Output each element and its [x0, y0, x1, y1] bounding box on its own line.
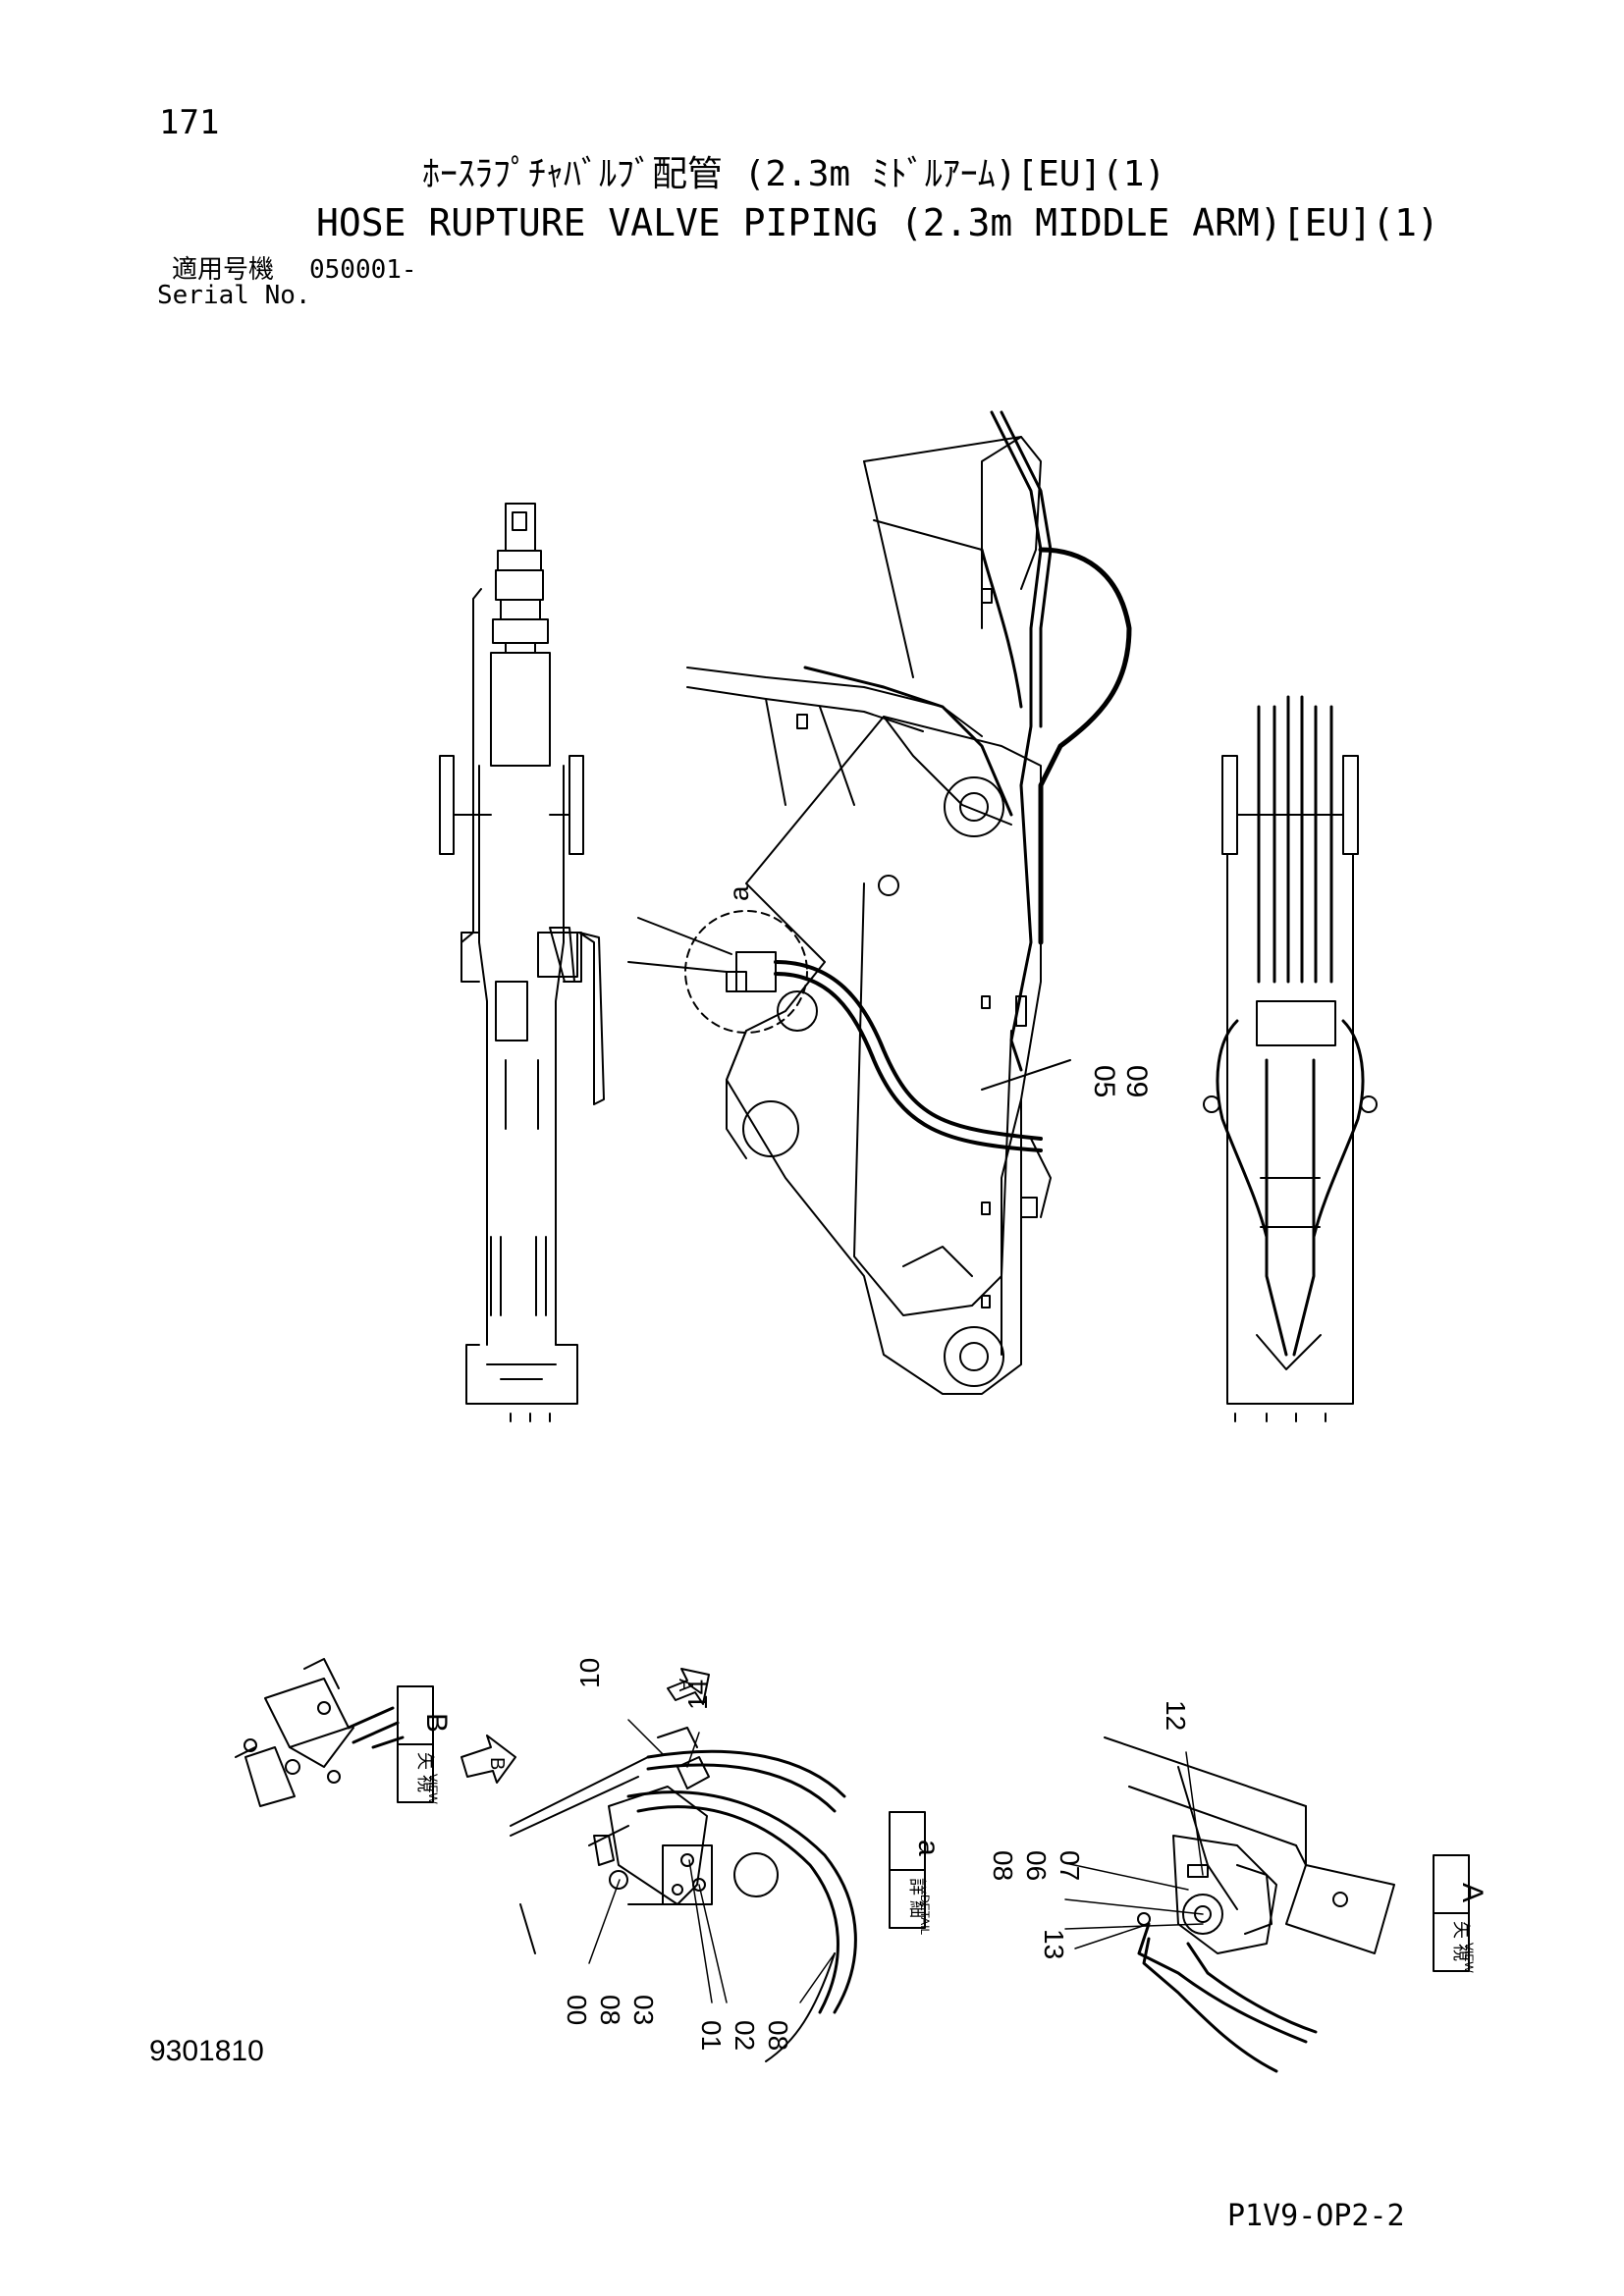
serial-label-english: Serial No. [157, 281, 311, 310]
view-b-tag-en: VIEW [426, 1774, 440, 1804]
detail-a-drawing [510, 1727, 857, 2062]
view-a-tag-ja: 矢 視 [1451, 1921, 1471, 1961]
view-a-tag-letter: A [1456, 1883, 1489, 1902]
callout-08-c: 08 [988, 1850, 1018, 1881]
serial-value: 050001- [309, 255, 417, 285]
callout-14: 14 [682, 1680, 713, 1710]
view-b-arrow-icon [460, 1735, 516, 1784]
view-b-tag-ja: 矢 視 [415, 1752, 435, 1792]
view-a-tag-en: VIEW [1462, 1943, 1476, 1973]
page-number: 171 [159, 103, 220, 142]
detail-a-tag-en: DETAIL [918, 1895, 932, 1935]
arm-rear-view [1203, 695, 1378, 1422]
detail-a-tag [889, 1811, 926, 1929]
callout-detail-circle: a [724, 885, 754, 901]
view-b-arrow-letter: B [486, 1757, 508, 1770]
view-a-arrow-letter: A [675, 1679, 696, 1692]
callout-08-b: 08 [763, 2020, 793, 2051]
view-b-tag-letter: B [420, 1713, 453, 1733]
detail-a-tag-letter: a [912, 1840, 945, 1856]
callout-03: 03 [628, 1995, 659, 2025]
view-a-leaders [1064, 1751, 1204, 1949]
detail-a-leaders [588, 1719, 836, 2003]
callout-05: 05 [1088, 1065, 1120, 1097]
callout-02: 02 [730, 2020, 760, 2051]
callout-07: 07 [1055, 1850, 1085, 1881]
callout-08-a: 08 [595, 1995, 625, 2025]
document-number: 9301810 [149, 2035, 264, 2067]
detail-a-tag-ja: 詳 細 [907, 1878, 927, 1918]
callout-10: 10 [574, 1658, 605, 1688]
callout-12: 12 [1161, 1700, 1191, 1731]
arm-left-view [439, 503, 605, 1422]
title-japanese: ﾎｰｽﾗﾌﾟﾁｬﾊﾞﾙﾌﾞ配管 (2.3m ﾐﾄﾞﾙｱｰﾑ)[EU](1) [422, 154, 1166, 194]
callout-09: 09 [1120, 1065, 1153, 1097]
sheet-code: P1V9-OP2-2 [1227, 2199, 1405, 2233]
arm-side-view [627, 410, 1132, 1395]
callout-06: 06 [1021, 1850, 1052, 1881]
callout-13: 13 [1039, 1929, 1069, 1959]
view-a-tag [1433, 1854, 1470, 1972]
view-b-drawing [235, 1658, 405, 1807]
view-a-arrow-icon [667, 1668, 710, 1705]
view-a-drawing [1104, 1736, 1395, 2073]
serial-label-japanese: 適用号機 [172, 255, 275, 285]
callout-00: 00 [562, 1995, 592, 2025]
title-english: HOSE RUPTURE VALVE PIPING (2.3m MIDDLE A… [316, 201, 1439, 244]
callout-01: 01 [696, 2020, 727, 2051]
view-b-tag [397, 1685, 434, 1803]
